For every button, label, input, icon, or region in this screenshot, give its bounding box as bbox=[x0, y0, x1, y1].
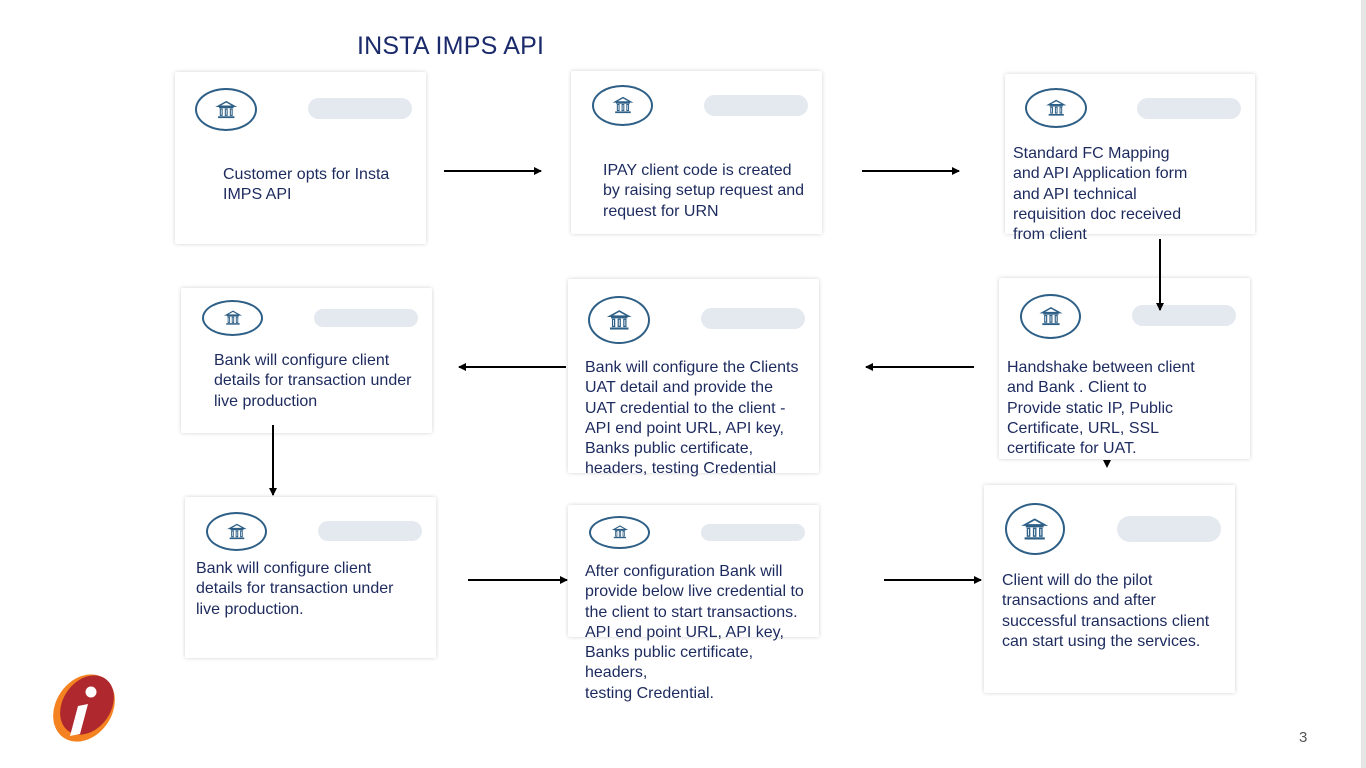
step-text: Customer opts for Insta IMPS API bbox=[223, 166, 390, 204]
step-text: Client will do the pilot transactions an… bbox=[1002, 572, 1210, 650]
placeholder-pill bbox=[701, 524, 805, 541]
step-text: After configuration Bank will provide be… bbox=[585, 563, 804, 702]
bank-icon bbox=[1005, 503, 1065, 555]
step-card-7: Bank will configure client details for t… bbox=[185, 497, 436, 658]
step-text: IPAY client code is created by raising s… bbox=[603, 162, 805, 220]
placeholder-pill bbox=[701, 308, 805, 329]
bank-icon bbox=[206, 512, 267, 551]
bank-icon bbox=[592, 85, 653, 126]
bank-icon bbox=[588, 296, 650, 344]
step-text: Standard FC Mapping and API Application … bbox=[1013, 145, 1188, 244]
step-card-6: Bank will configure client details for t… bbox=[181, 288, 432, 433]
bank-icon bbox=[1025, 88, 1087, 128]
bank-icon bbox=[195, 88, 257, 131]
step-card-4: Handshake between client and Bank . Clie… bbox=[999, 278, 1250, 459]
step-card-8: After configuration Bank will provide be… bbox=[568, 505, 819, 702]
page-number: 3 bbox=[1299, 729, 1308, 746]
step-text: Bank will configure client details for t… bbox=[196, 560, 394, 618]
step-text: Bank will configure client details for t… bbox=[214, 352, 412, 410]
step-card-9: Client will do the pilot transactions an… bbox=[984, 485, 1235, 693]
placeholder-pill bbox=[1117, 516, 1221, 542]
step-card-3: Standard FC Mapping and API Application … bbox=[1005, 74, 1255, 243]
placeholder-pill bbox=[318, 521, 422, 541]
step-text: Bank will configure the Clients UAT deta… bbox=[585, 359, 799, 478]
step-card-1: Customer opts for Insta IMPS API bbox=[175, 72, 426, 244]
icici-logo bbox=[53, 674, 115, 742]
slide-title: INSTA IMPS API bbox=[357, 32, 545, 60]
placeholder-pill bbox=[704, 95, 808, 116]
step-card-5: Bank will configure the Clients UAT deta… bbox=[568, 279, 819, 477]
arrow-4-to-9-head bbox=[1103, 460, 1111, 468]
placeholder-pill bbox=[1137, 98, 1241, 119]
bank-icon bbox=[1020, 294, 1081, 339]
placeholder-pill bbox=[308, 98, 412, 119]
step-card-2: IPAY client code is created by raising s… bbox=[571, 71, 822, 234]
placeholder-pill bbox=[314, 309, 418, 327]
step-text: Handshake between client and Bank . Clie… bbox=[1007, 359, 1195, 458]
scrollbar[interactable] bbox=[1361, 0, 1366, 768]
bank-icon bbox=[202, 300, 263, 336]
bank-icon bbox=[589, 516, 650, 549]
